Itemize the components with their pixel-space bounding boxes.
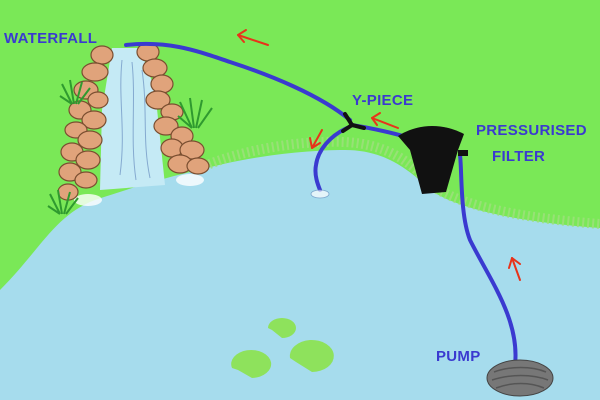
splash-foam-right: [176, 174, 204, 186]
label-filter-line1: PRESSURISED: [476, 122, 587, 139]
flow-arrow-to-y-piece: [371, 112, 399, 129]
hose-y-piece-to-pond: [313, 126, 349, 192]
lily-pad-1: [268, 318, 296, 338]
lily-pad-3: [289, 340, 334, 372]
label-y-piece: Y-PIECE: [352, 92, 414, 109]
waterfall-streaks: [119, 59, 151, 181]
hose-y-piece-to-waterfall: [124, 41, 352, 122]
plant-left-lower: [47, 189, 79, 215]
flow-arrow-to-waterfall: [237, 29, 269, 46]
plant-left-upper: [59, 79, 91, 105]
waterfall-water: [100, 48, 165, 190]
splash-foam-left: [74, 194, 102, 206]
pond-bank-edge: [197, 136, 600, 229]
waterfall-rocks-left: [57, 45, 114, 201]
label-filter-line2: FILTER: [492, 148, 546, 165]
flow-arrows: [237, 29, 521, 281]
flow-arrow-to-pond-outlet: [309, 129, 323, 149]
y-piece-fitting: [341, 112, 366, 133]
pond-water: [0, 150, 600, 400]
lily-pad-2: [231, 350, 272, 378]
plant-right: [177, 97, 213, 129]
flow-arrow-from-pump: [508, 257, 521, 281]
outlet-splash: [310, 189, 330, 199]
pump-ridges: [491, 366, 549, 389]
hose-pump-to-filter: [458, 153, 518, 367]
waterfall-rocks-right: [136, 42, 210, 175]
filter-connector-right: [458, 150, 468, 156]
label-waterfall: WATERFALL: [4, 30, 98, 47]
label-pump: PUMP: [436, 348, 481, 365]
pressurised-filter: [398, 126, 464, 194]
